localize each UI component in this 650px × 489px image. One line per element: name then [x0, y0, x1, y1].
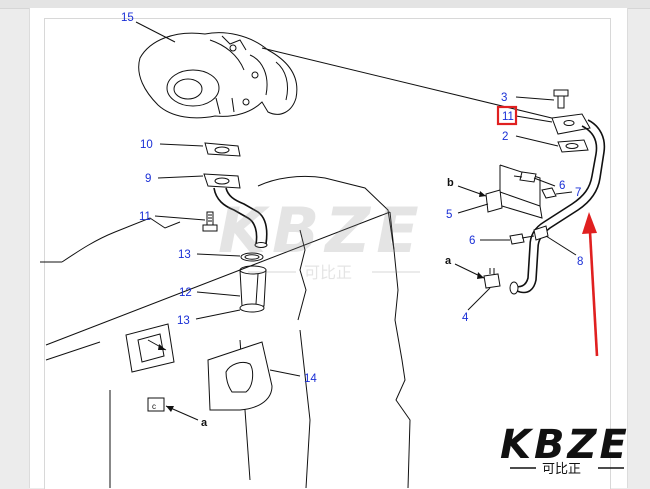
callout-12: 12 — [179, 287, 192, 299]
nut-7 — [541, 187, 557, 199]
callout-8: 8 — [577, 256, 583, 268]
watermark-tagline: 可比正 — [304, 263, 352, 282]
callout-3: 3 — [501, 92, 507, 104]
gasket-2 — [557, 139, 589, 153]
bolt-3 — [553, 89, 569, 109]
diagram-frame — [44, 18, 611, 489]
center-watermark: KBZE 可比正 — [218, 194, 425, 282]
cover-plate — [125, 323, 175, 373]
callout-4: 4 — [462, 312, 469, 324]
logo-brand: KBZE — [500, 422, 630, 468]
callout-6-top: 6 — [559, 180, 565, 192]
letter-c: c — [152, 402, 156, 411]
callout-numbers: 15 10 9 11 13 12 13 14 3 11 2 6 7 5 6 8 … — [121, 12, 583, 385]
logo-tagline: 可比正 — [542, 462, 581, 477]
callout-6-lower: 6 — [469, 235, 475, 247]
callout-13-bottom: 13 — [177, 315, 190, 327]
callout-14: 14 — [304, 373, 317, 385]
clamp-13-bottom — [239, 303, 265, 313]
oil-pipe-9 — [203, 173, 268, 248]
watermark-brand: KBZE — [218, 194, 425, 267]
reference-letters: b a a c — [152, 177, 454, 429]
letter-b: b — [447, 177, 454, 189]
red-arrow — [582, 212, 599, 357]
bolt-11 — [202, 211, 218, 232]
callout-11-right: 11 — [502, 111, 514, 123]
marker-box-c — [147, 397, 165, 412]
oil-pipe-8 — [509, 119, 606, 295]
bolt-6-lower — [509, 233, 535, 245]
callout-15: 15 — [121, 12, 134, 24]
turbocharger — [138, 32, 298, 119]
bolt-6-top — [513, 171, 537, 183]
callout-10: 10 — [140, 139, 153, 151]
callout-5: 5 — [446, 209, 452, 221]
letter-a-right: a — [445, 255, 452, 267]
elbow-14 — [207, 341, 273, 411]
reference-arrows — [147, 185, 487, 421]
brand-logo: KBZE 可比正 — [500, 422, 630, 477]
highlight-box — [496, 105, 518, 126]
callout-2: 2 — [502, 131, 508, 143]
gasket-10 — [204, 142, 241, 157]
flange-11 — [551, 113, 591, 135]
letter-a-bottom: a — [201, 417, 208, 429]
callout-11: 11 — [139, 211, 151, 223]
callout-13-top: 13 — [178, 249, 191, 261]
bracket-5 — [485, 164, 543, 219]
pipe-clip — [533, 225, 549, 241]
clamp-13-top — [240, 252, 264, 262]
callout-9: 9 — [145, 173, 151, 185]
callout-7: 7 — [575, 187, 581, 199]
connector-4 — [483, 268, 501, 289]
leader-lines — [135, 21, 577, 377]
